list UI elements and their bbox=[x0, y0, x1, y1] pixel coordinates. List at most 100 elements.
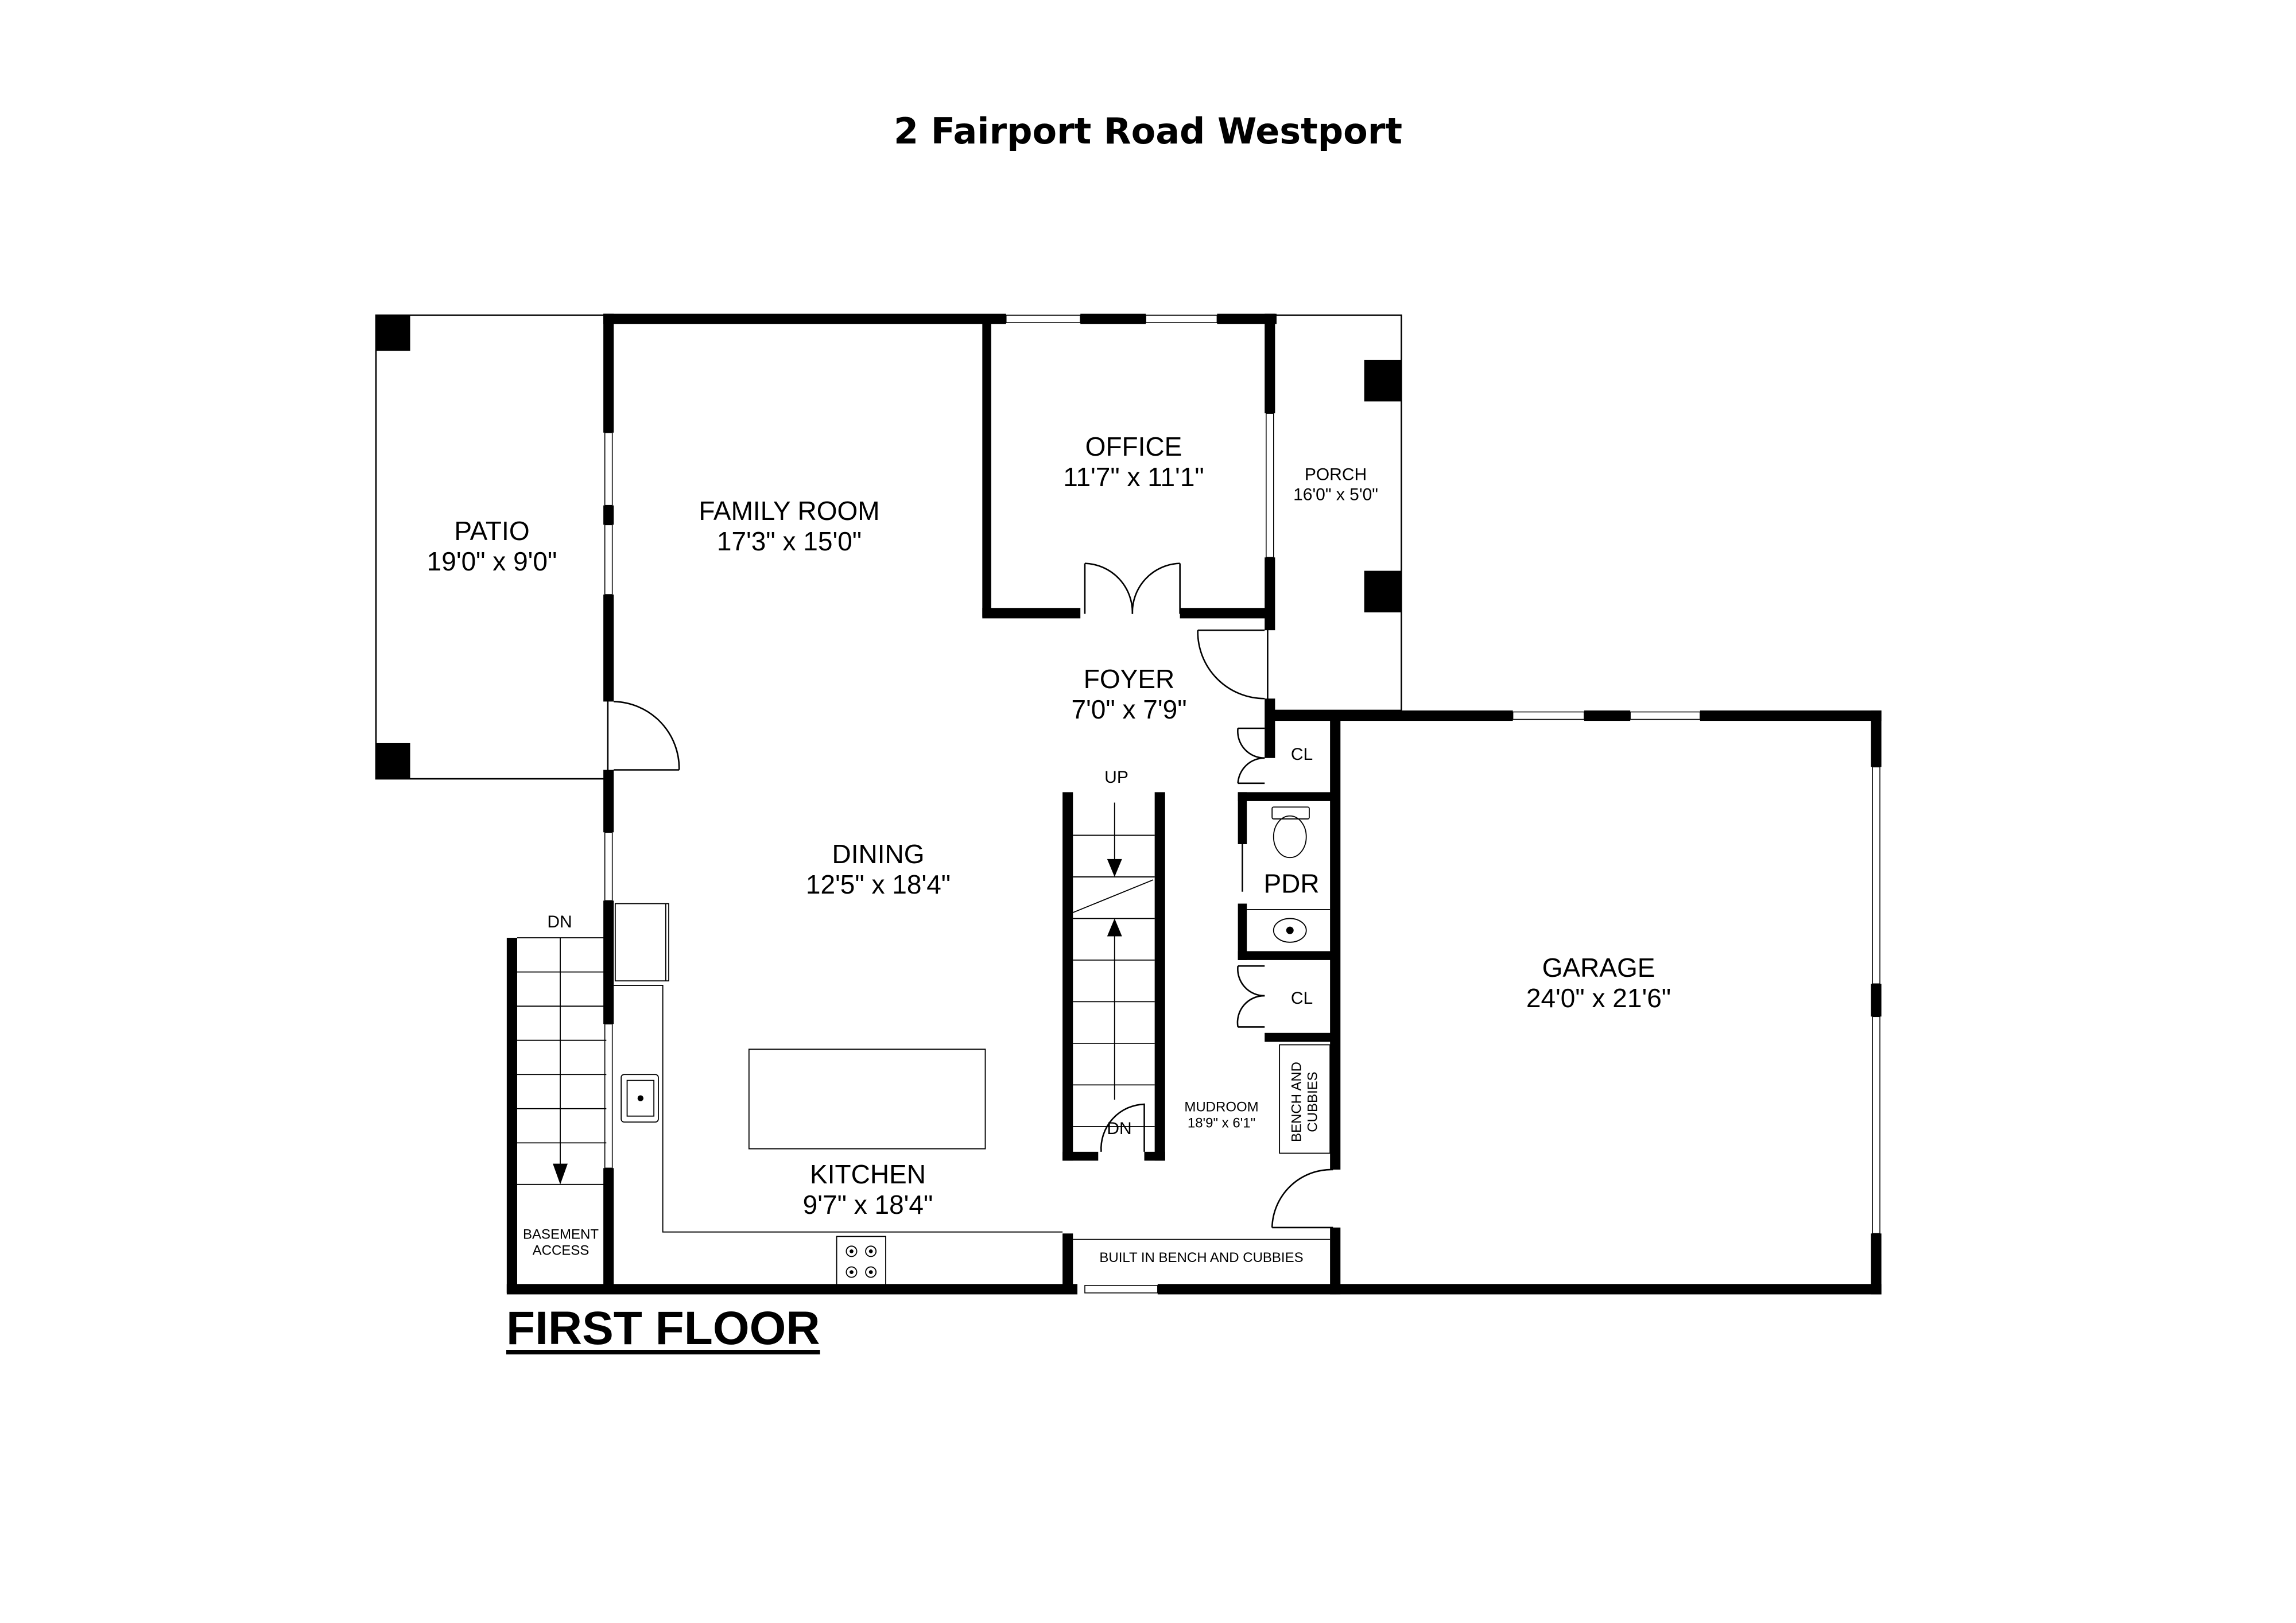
stair-arrow-up-icon bbox=[1107, 918, 1122, 937]
door-swing bbox=[1084, 562, 1134, 614]
wall bbox=[1871, 710, 1882, 767]
door-swing bbox=[1237, 757, 1265, 785]
wall bbox=[982, 320, 991, 617]
room-name: CL bbox=[1290, 988, 1313, 1008]
bench-cubbies bbox=[1279, 1044, 1331, 1154]
wall bbox=[1080, 313, 1146, 324]
patio-column bbox=[376, 743, 410, 779]
door-swing bbox=[1237, 727, 1265, 759]
wall bbox=[1330, 1227, 1341, 1295]
window bbox=[1005, 314, 1081, 323]
toilet-tank bbox=[1271, 806, 1310, 820]
window bbox=[1084, 1285, 1158, 1294]
room-label-patio: PATIO 19'0" x 9'0" bbox=[427, 516, 557, 577]
wall bbox=[1265, 698, 1275, 758]
built-in-bench-label: BUILT IN BENCH AND CUBBIES bbox=[1099, 1250, 1304, 1266]
wall bbox=[1157, 1284, 1336, 1295]
label-line: ACCESS bbox=[532, 1243, 589, 1258]
room-label-foyer: FOYER 7'0" x 7'9" bbox=[1071, 664, 1186, 725]
plan-title: 2 Fairport Road Westport bbox=[894, 110, 1402, 152]
label-line: BASEMENT bbox=[522, 1226, 599, 1243]
room-dimensions: 17'3" x 15'0" bbox=[716, 526, 862, 556]
basement-access-label: BASEMENT ACCESS bbox=[523, 1226, 599, 1258]
wall bbox=[603, 505, 614, 525]
label-line: CUBBIES bbox=[1305, 1071, 1320, 1132]
wall bbox=[603, 1168, 614, 1293]
floor-label: FIRST FLOOR bbox=[506, 1302, 820, 1354]
stair-down-label: DN bbox=[1107, 1119, 1132, 1138]
door-swing bbox=[1236, 995, 1265, 1028]
refrigerator bbox=[614, 903, 669, 982]
wall bbox=[1217, 313, 1277, 324]
wall bbox=[982, 608, 1081, 619]
room-label-closet-lower: CL bbox=[1291, 989, 1313, 1009]
label-line: BENCH AND bbox=[1289, 1061, 1305, 1143]
wall bbox=[1062, 1151, 1099, 1161]
door-swing bbox=[1197, 629, 1265, 700]
kitchen-island bbox=[748, 1049, 986, 1150]
room-name: MUDROOM bbox=[1184, 1099, 1259, 1115]
wall bbox=[603, 313, 1006, 324]
room-dimensions: 24'0" x 21'6" bbox=[1526, 983, 1671, 1013]
wall bbox=[1238, 951, 1336, 960]
main-staircase bbox=[1072, 802, 1155, 1127]
room-label-porch: PORCH 16'0" x 5'0" bbox=[1293, 465, 1378, 505]
basement-staircase bbox=[517, 937, 607, 1185]
wall bbox=[506, 938, 517, 1293]
wall bbox=[1871, 984, 1882, 1017]
bench-cubbies-label: BENCH AND CUBBIES bbox=[1289, 1062, 1320, 1142]
window bbox=[1145, 314, 1218, 323]
basement-arrow-down-icon bbox=[553, 1163, 568, 1185]
pdr-sink bbox=[1273, 918, 1307, 943]
window bbox=[604, 832, 613, 902]
wall bbox=[603, 900, 614, 1024]
room-dimensions: 12'5" x 18'4" bbox=[805, 869, 951, 899]
room-label-kitchen: KITCHEN 9'7" x 18'4" bbox=[803, 1159, 933, 1220]
room-name: PDR bbox=[1263, 868, 1320, 899]
wall bbox=[1330, 1284, 1882, 1295]
wall bbox=[1062, 792, 1073, 1161]
stair-up-label: UP bbox=[1104, 767, 1128, 787]
wall bbox=[1584, 710, 1631, 721]
wall bbox=[1238, 903, 1247, 960]
room-name: CL bbox=[1290, 744, 1313, 764]
door-swing bbox=[614, 701, 680, 770]
patio-column bbox=[376, 315, 410, 351]
door-swing bbox=[1100, 1103, 1145, 1152]
wall bbox=[1062, 1233, 1073, 1293]
door-swing bbox=[1237, 965, 1265, 997]
room-label-mudroom: MUDROOM 18'9" x 6'1" bbox=[1184, 1099, 1258, 1131]
room-label-family-room: FAMILY ROOM 17'3" x 15'0" bbox=[699, 496, 879, 557]
room-label-dining: DINING 12'5" x 18'4" bbox=[806, 839, 951, 900]
wall bbox=[1330, 716, 1341, 1170]
room-name: FOYER bbox=[1083, 664, 1175, 694]
wall bbox=[1238, 792, 1247, 844]
room-label-pdr: PDR bbox=[1263, 869, 1319, 899]
wall bbox=[603, 595, 614, 702]
room-label-closet-upper: CL bbox=[1291, 745, 1313, 765]
cooktop bbox=[836, 1236, 886, 1286]
wall bbox=[603, 770, 614, 833]
wall bbox=[1154, 792, 1165, 1161]
room-name: OFFICE bbox=[1085, 432, 1182, 462]
room-dimensions: 19'0" x 9'0" bbox=[426, 546, 557, 576]
toilet-bowl bbox=[1273, 815, 1307, 859]
wall bbox=[1180, 608, 1271, 619]
door-swing bbox=[1131, 562, 1181, 614]
window bbox=[604, 1023, 613, 1169]
window bbox=[1872, 766, 1880, 985]
wall bbox=[1265, 1032, 1336, 1042]
wall bbox=[1267, 710, 1513, 721]
wall bbox=[1265, 313, 1275, 414]
wall bbox=[1238, 792, 1336, 801]
window bbox=[1266, 413, 1274, 558]
porch-column bbox=[1364, 359, 1402, 402]
room-name: PORCH bbox=[1304, 465, 1367, 484]
room-name: DINING bbox=[832, 839, 925, 869]
window bbox=[604, 432, 613, 506]
porch-column bbox=[1364, 570, 1402, 613]
basement-down-label: DN bbox=[547, 912, 572, 931]
kitchen-sink bbox=[620, 1074, 659, 1123]
window bbox=[1512, 711, 1585, 720]
